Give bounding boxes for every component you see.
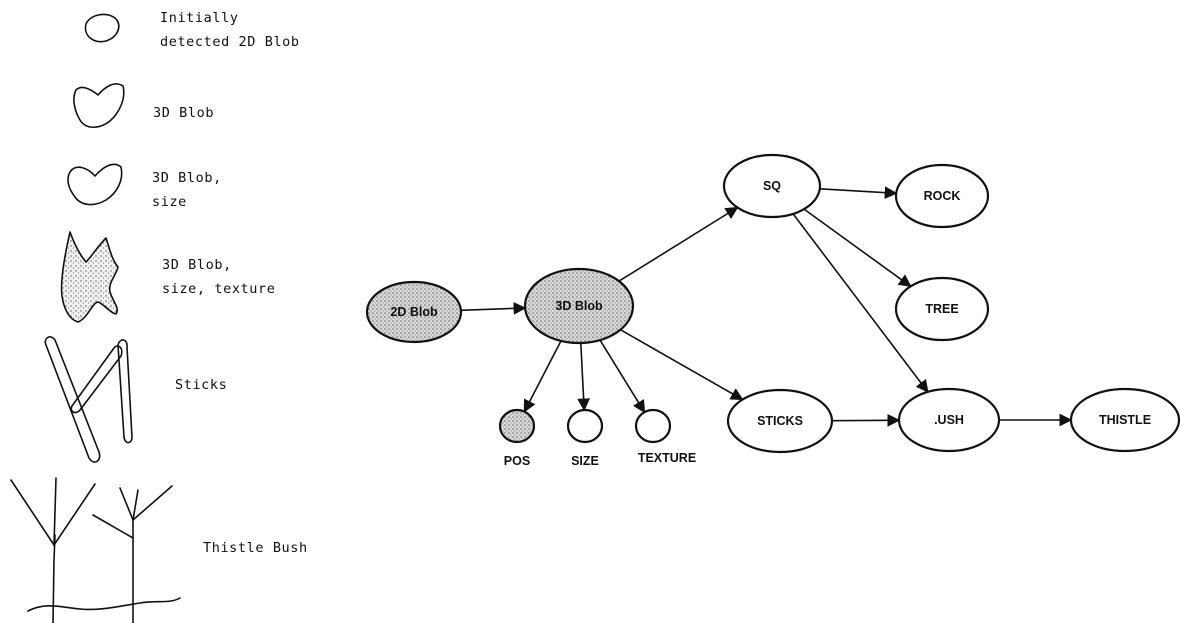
svg-text:3D Blob,: 3D Blob,	[162, 257, 232, 273]
edge-blob3d-to-sq	[618, 206, 739, 282]
svg-text:Initially: Initially	[160, 10, 239, 26]
legend-label-line: Initially	[160, 10, 239, 26]
edge-blob3d-to-pos	[523, 340, 562, 413]
graph-nodes: 2D Blob 3D Blob SQ ROCK TREE STICKS .USH THISTL…	[365, 153, 1181, 468]
node-size-shape	[566, 408, 604, 444]
edge-blob2d-to-blob3d	[460, 302, 527, 315]
edge-sq-to-rock	[819, 186, 898, 200]
node-pos-shape	[498, 408, 536, 444]
node-sticks-shape	[726, 388, 834, 454]
node-blob3d-label: 3D Blob	[555, 299, 603, 313]
node-tree-shape	[894, 276, 990, 342]
legend-item-thistle-bush: Thistle Bush	[10, 477, 308, 623]
svg-text:size, texture: size, texture	[162, 281, 275, 297]
node-blob3d-shape	[523, 267, 635, 345]
node-texture-shape	[634, 408, 672, 444]
node-sq-shape	[722, 153, 822, 219]
node-pos-label: POS	[504, 454, 530, 468]
node-thistle-label: THISTLE	[1099, 413, 1151, 427]
legend-label-line: 3D Blob,	[162, 257, 232, 273]
node-rock: ROCK	[894, 163, 990, 229]
legend-label-line: 3D Blob	[153, 105, 214, 121]
node-blob3d: 3D Blob	[523, 267, 635, 345]
sticks-icon	[44, 336, 133, 463]
legend-item-sticks: Sticks	[44, 336, 227, 463]
node-blob2d-shape	[365, 280, 463, 344]
edge-blob3d-to-sticks	[620, 329, 744, 401]
edge-sq-to-bush	[792, 213, 929, 393]
node-rock-label: ROCK	[924, 189, 961, 203]
svg-text:3D Blob,: 3D Blob,	[152, 170, 222, 186]
node-bush-shape	[897, 387, 1001, 453]
graph-edges	[460, 186, 1073, 427]
node-blob2d: 2D Blob	[365, 280, 463, 344]
node-size-label: SIZE	[571, 454, 599, 468]
legend-item-3d-blob: 3D Blob	[73, 83, 214, 129]
node-sq-label: SQ	[763, 179, 781, 193]
legend-label-line: size	[152, 194, 187, 210]
node-sticks: STICKS	[726, 388, 834, 454]
node-tree-label: TREE	[925, 302, 958, 316]
textured-blob-icon	[60, 231, 119, 323]
node-texture: TEXTURE	[634, 408, 696, 465]
node-blob2d-label: 2D Blob	[390, 305, 438, 319]
node-bush: .USH	[897, 387, 1001, 453]
legend-item-3d-blob-size: 3D Blob, size	[67, 163, 222, 210]
node-thistle: THISTLE	[1069, 387, 1181, 453]
svg-text:size: size	[152, 194, 187, 210]
svg-text:Thistle Bush: Thistle Bush	[203, 540, 308, 556]
thistle-bush-icon	[10, 477, 181, 623]
node-size: SIZE	[566, 408, 604, 468]
legend-label-line: 3D Blob,	[152, 170, 222, 186]
node-rock-shape	[894, 163, 990, 229]
legend-label-line: size, texture	[162, 281, 275, 297]
node-sq: SQ	[722, 153, 822, 219]
heart-blob-icon	[73, 83, 125, 129]
node-bush-label: .USH	[934, 413, 964, 427]
legend-label-line: detected 2D Blob	[160, 34, 300, 50]
legend-label-line: Sticks	[175, 377, 227, 393]
svg-text:detected 2D Blob: detected 2D Blob	[160, 34, 300, 50]
legend: Initially detected 2D Blob 3D Blob 3D Bl…	[10, 10, 308, 623]
legend-label-line: Thistle Bush	[203, 540, 308, 556]
edge-sq-to-tree	[803, 208, 912, 288]
node-tree: TREE	[894, 276, 990, 342]
svg-text:3D Blob: 3D Blob	[153, 105, 214, 121]
edge-blob3d-to-size	[577, 342, 591, 412]
edge-blob3d-to-texture	[599, 339, 646, 414]
node-sticks-label: STICKS	[757, 414, 803, 428]
legend-item-3d-blob-size-texture: 3D Blob, size, texture	[60, 231, 275, 323]
heart-blob-size-icon	[67, 163, 123, 206]
legend-item-2d-blob: Initially detected 2D Blob	[84, 10, 300, 50]
ellipse-blob-icon	[84, 13, 120, 43]
node-thistle-shape	[1069, 387, 1181, 453]
node-pos: POS	[498, 408, 536, 468]
node-texture-label: TEXTURE	[638, 451, 696, 465]
svg-text:Sticks: Sticks	[175, 377, 227, 393]
